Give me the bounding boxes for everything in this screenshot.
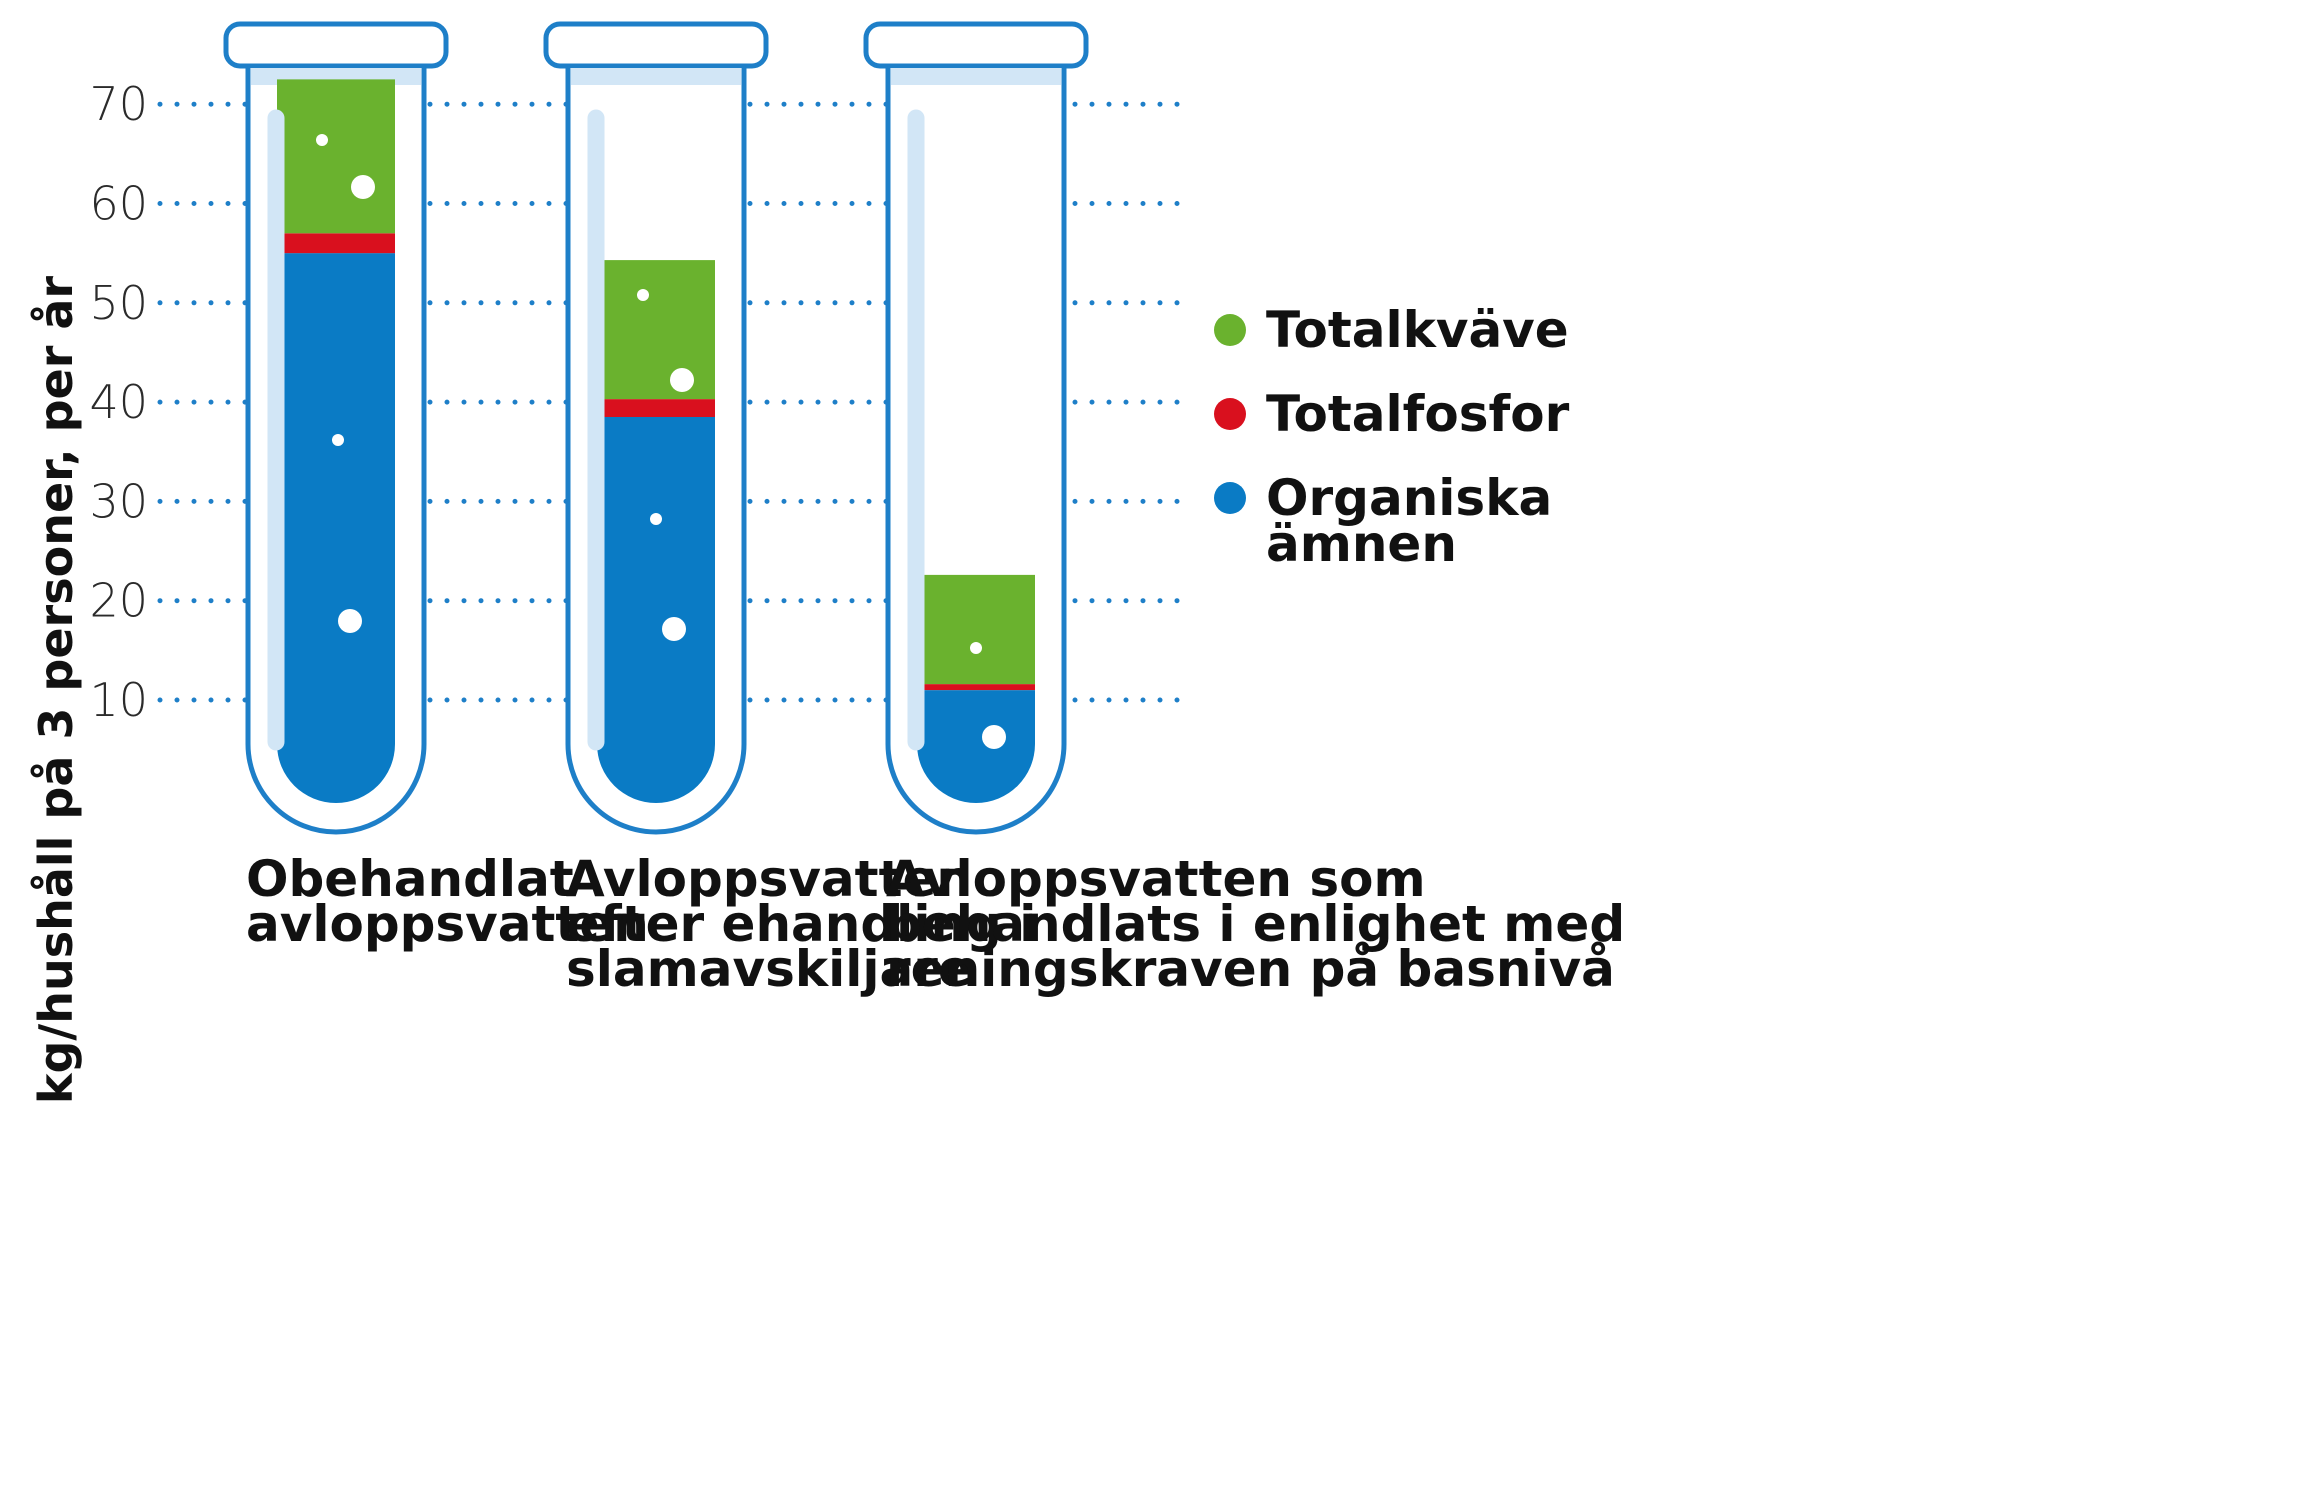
category-label-line: Obehandlat [246, 850, 574, 908]
y-tick-label: 10 [89, 673, 148, 727]
gridlines [157, 101, 1188, 703]
tube-cap [863, 21, 1089, 69]
bubble [351, 175, 375, 199]
legend-item: Totalkväve [1214, 301, 1569, 359]
category-label-line: avloppsvatten [246, 895, 649, 953]
tube-3 [863, 21, 1089, 835]
y-tick-label: 50 [89, 276, 148, 330]
bubble [332, 434, 344, 446]
bar-organiska [597, 416, 715, 803]
bubble [982, 725, 1006, 749]
tube-rim [891, 68, 1061, 85]
bubble [662, 617, 686, 641]
tube-2 [543, 21, 769, 835]
bubble [316, 134, 328, 146]
bubble [970, 642, 982, 654]
tube-1 [223, 21, 449, 835]
category-labels: ObehandlatavloppsvattenAvloppsvattenefte… [246, 850, 1625, 998]
bar-organiska [277, 253, 395, 803]
tube-cap [543, 21, 769, 69]
category-label-line: efter ehandling i [566, 895, 1036, 953]
bar-organiska [917, 690, 1035, 803]
y-axis-label: kg/hushåll på 3 personer, per år [29, 276, 83, 1105]
y-tick-label: 20 [89, 574, 148, 628]
legend-label: ämnen [1266, 515, 1457, 573]
legend-label: Organiska [1266, 469, 1552, 527]
bubble [637, 289, 649, 301]
y-axis-ticks: 10 20 30 40 50 60 70 [89, 77, 148, 727]
legend-item: Totalfosfor [1214, 385, 1570, 443]
bar-totalfosfor [597, 399, 715, 417]
category-label-line: reningskraven på basnivå [886, 940, 1615, 998]
bar-totalkvave [917, 574, 1035, 685]
category-label-line: Avloppsvatten som [886, 850, 1426, 908]
legend-label: Totalfosfor [1266, 385, 1570, 443]
y-tick-label: 30 [89, 474, 148, 528]
legend-swatch [1214, 398, 1246, 430]
bubble [650, 513, 662, 525]
bubble [338, 609, 362, 633]
tube-cap [223, 21, 449, 69]
category-label-line: behandlats i enlighet med [886, 895, 1625, 953]
y-tick-label: 40 [89, 375, 148, 429]
y-tick-label: 70 [89, 77, 148, 131]
legend-swatch [1214, 482, 1246, 514]
tubes [223, 21, 1089, 835]
bar-totalfosfor [277, 233, 395, 254]
bubble [670, 368, 694, 392]
category-label-line: Avloppsvatten [566, 850, 972, 908]
bar-totalkvave [277, 79, 395, 234]
legend-label: Totalkväve [1266, 301, 1569, 359]
tube-rim [571, 68, 741, 85]
legend-swatch [1214, 314, 1246, 346]
category-label-line: slamavskiljare [566, 940, 972, 998]
bar-totalfosfor [917, 684, 1035, 691]
y-tick-label: 60 [89, 177, 148, 231]
bar-totalkvave [597, 260, 715, 400]
